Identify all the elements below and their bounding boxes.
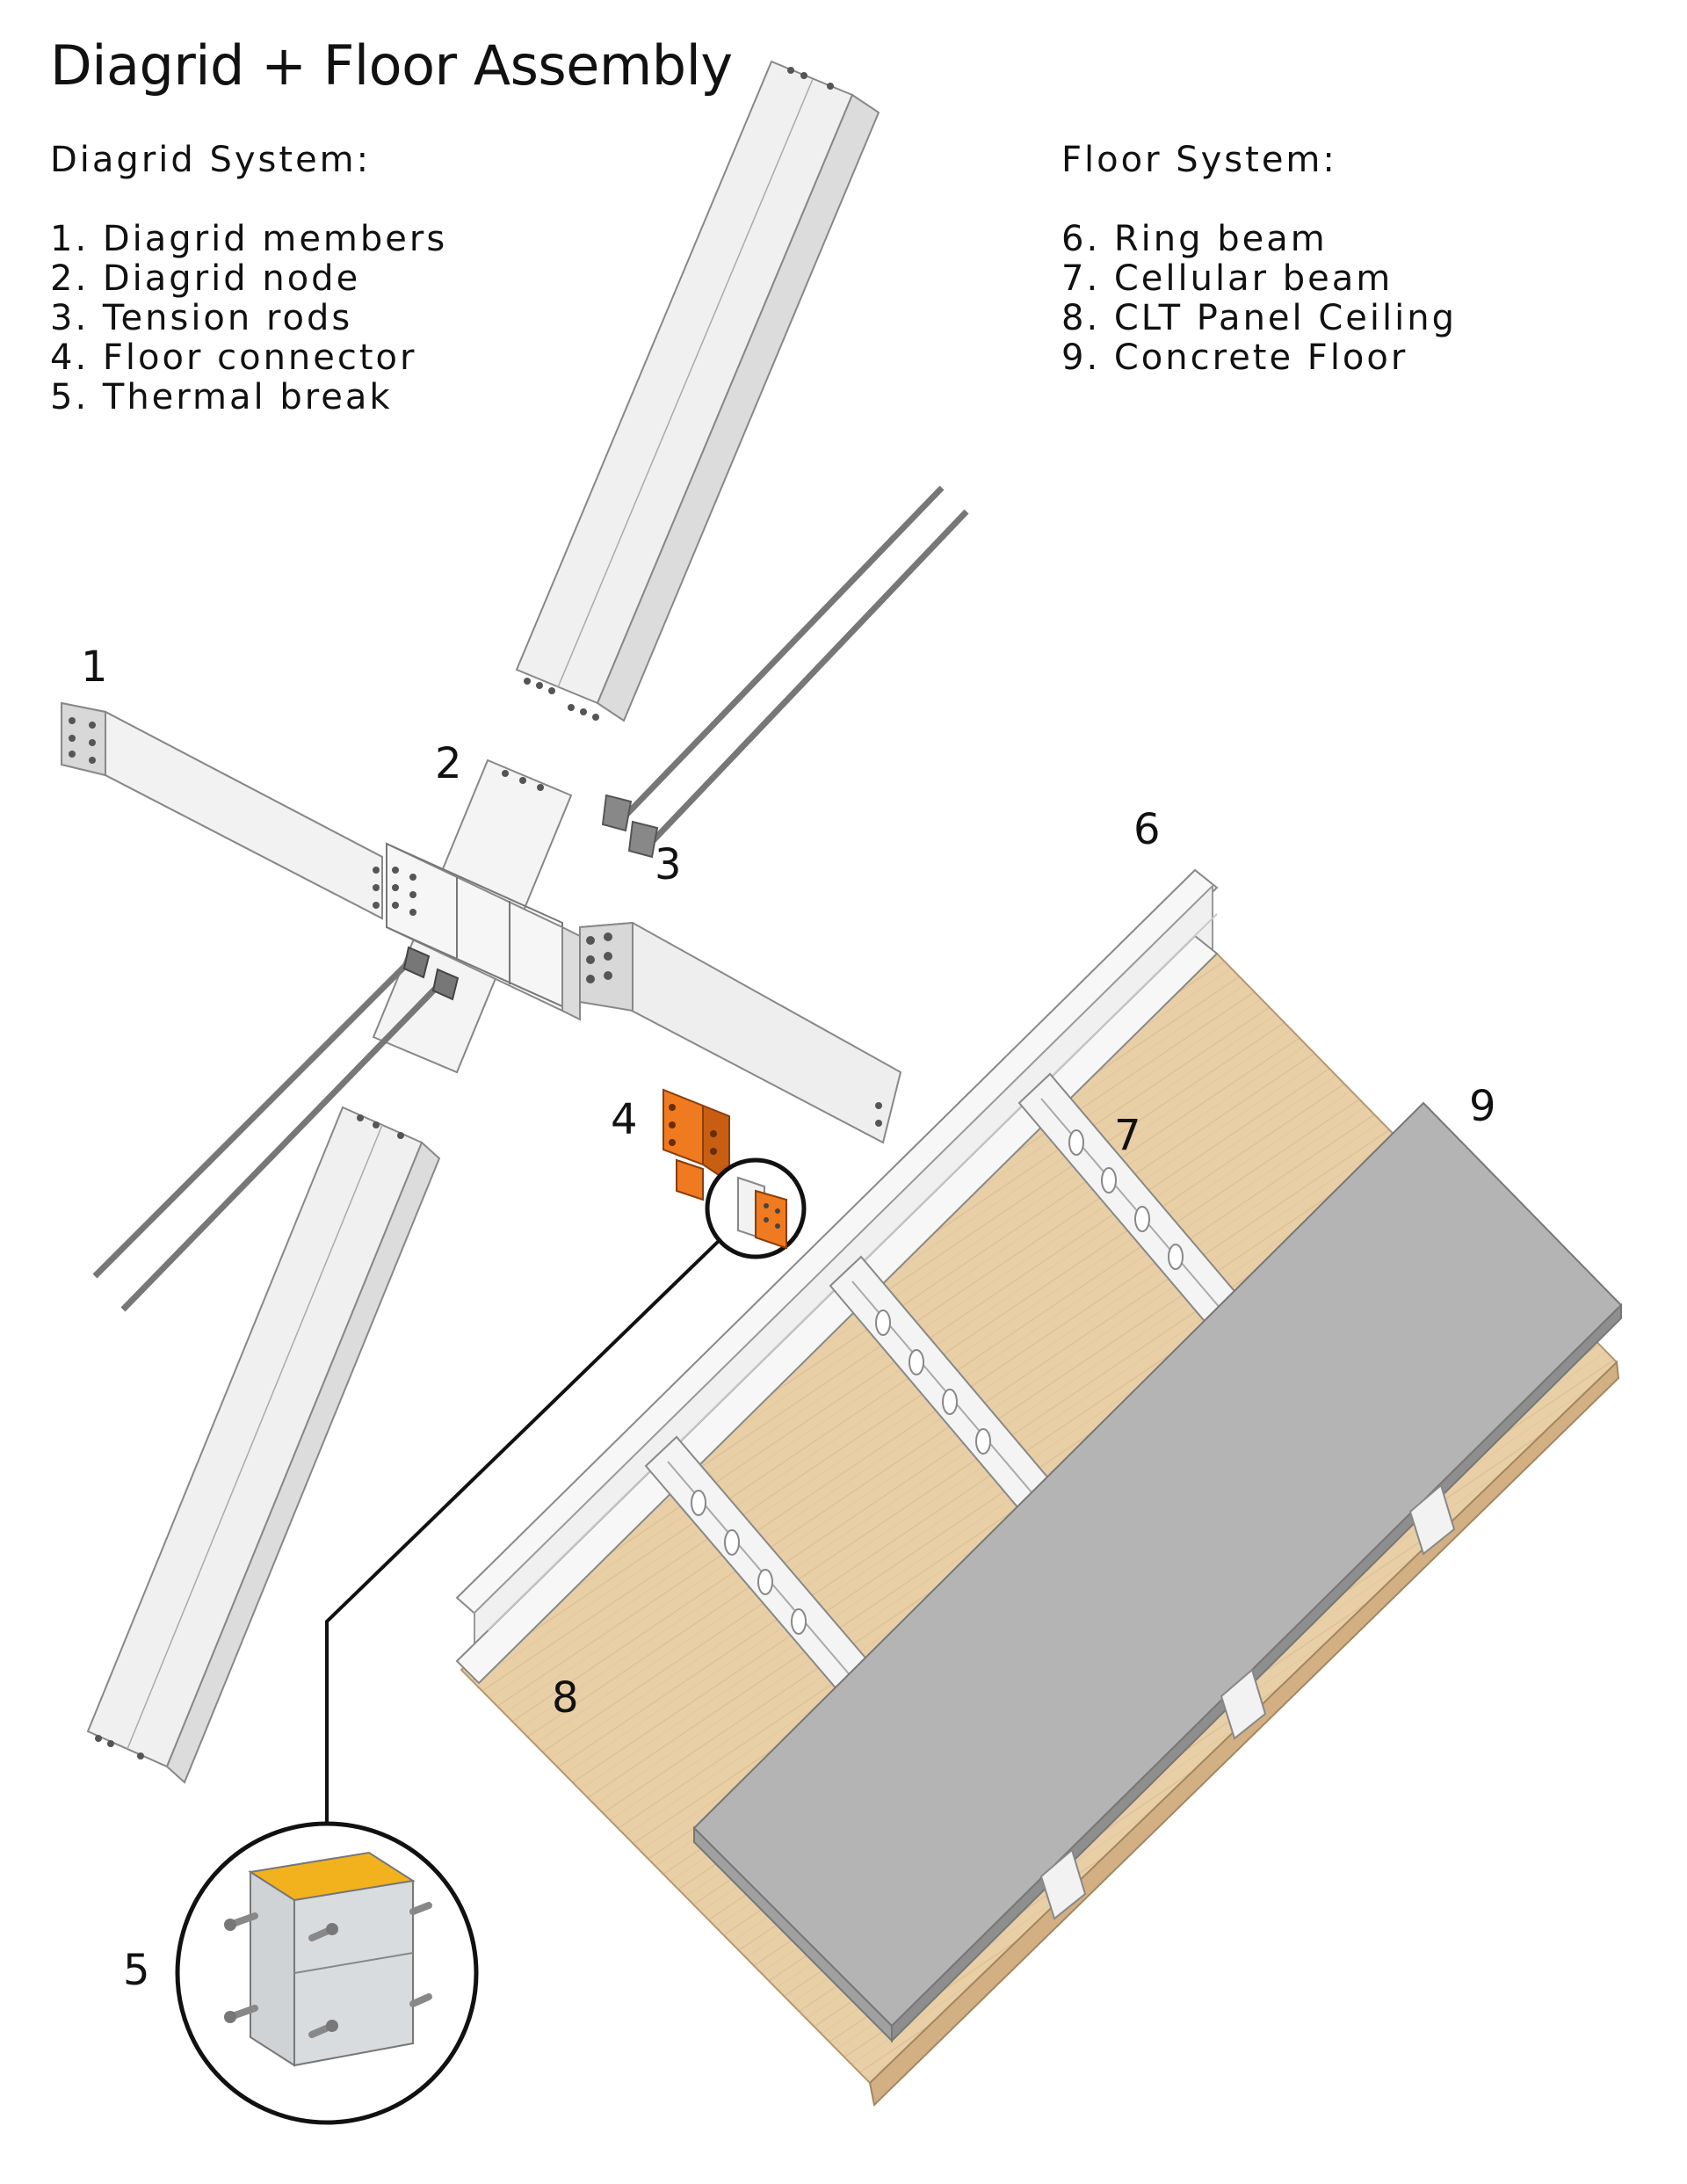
callout-5: 5 <box>123 1946 150 1995</box>
tension-rods-lower <box>92 946 460 1312</box>
thermal-break-detail-large <box>175 1821 479 2125</box>
legend-item-diagrid-node: 2. Diagrid node <box>50 258 361 299</box>
legend-item-concrete-floor: 9. Concrete Floor <box>1061 337 1408 378</box>
diagrid-member-left <box>61 701 383 920</box>
legend-item-tension-rods: 3. Tension rods <box>50 298 353 338</box>
callout-6: 6 <box>1133 805 1161 854</box>
detail-leader-line <box>325 1237 722 1824</box>
tension-rods-upper <box>601 485 969 859</box>
diagrid-node <box>372 758 581 1074</box>
callout-numbers: 1 2 3 4 5 6 7 8 9 <box>81 642 1496 1995</box>
beam-stubs <box>1039 1484 1456 1920</box>
legend-heading: Floor System: <box>1061 140 1337 180</box>
legend-item-clt-panel: 8. CLT Panel Ceiling <box>1061 298 1457 338</box>
page-title: Diagrid + Floor Assembly <box>50 33 733 98</box>
legend-list: 6. Ring beam 7. Cellular beam 8. CLT Pan… <box>1061 220 1457 378</box>
legend-heading: Diagrid System: <box>50 140 372 180</box>
callout-8: 8 <box>552 1673 579 1723</box>
callout-1: 1 <box>81 642 108 692</box>
diagrid-member-right <box>579 921 902 1144</box>
thermal-break-detail-small <box>705 1157 807 1259</box>
callout-3: 3 <box>655 840 682 889</box>
legend-item-floor-connector: 4. Floor connector <box>50 337 417 378</box>
diagrid-member-upper <box>515 60 880 722</box>
legend-list: 1. Diagrid members 2. Diagrid node 3. Te… <box>50 220 447 417</box>
callout-2: 2 <box>435 739 462 788</box>
callout-4: 4 <box>611 1095 638 1144</box>
callout-7: 7 <box>1114 1111 1141 1160</box>
floor-system-legend: Floor System: 6. Ring beam 7. Cellular b… <box>1061 141 1457 378</box>
diagrid-member-lower <box>86 1106 441 1784</box>
diagrid-system-legend: Diagrid System: 1. Diagrid members 2. Di… <box>50 141 447 417</box>
callout-9: 9 <box>1469 1082 1496 1131</box>
legend-item-diagrid-members: 1. Diagrid members <box>50 219 448 259</box>
legend-item-cellular-beam: 7. Cellular beam <box>1061 258 1394 299</box>
floor-connector <box>662 1088 730 1201</box>
legend-item-ring-beam: 6. Ring beam <box>1061 219 1328 259</box>
legend-item-thermal-break: 5. Thermal break <box>50 377 393 417</box>
